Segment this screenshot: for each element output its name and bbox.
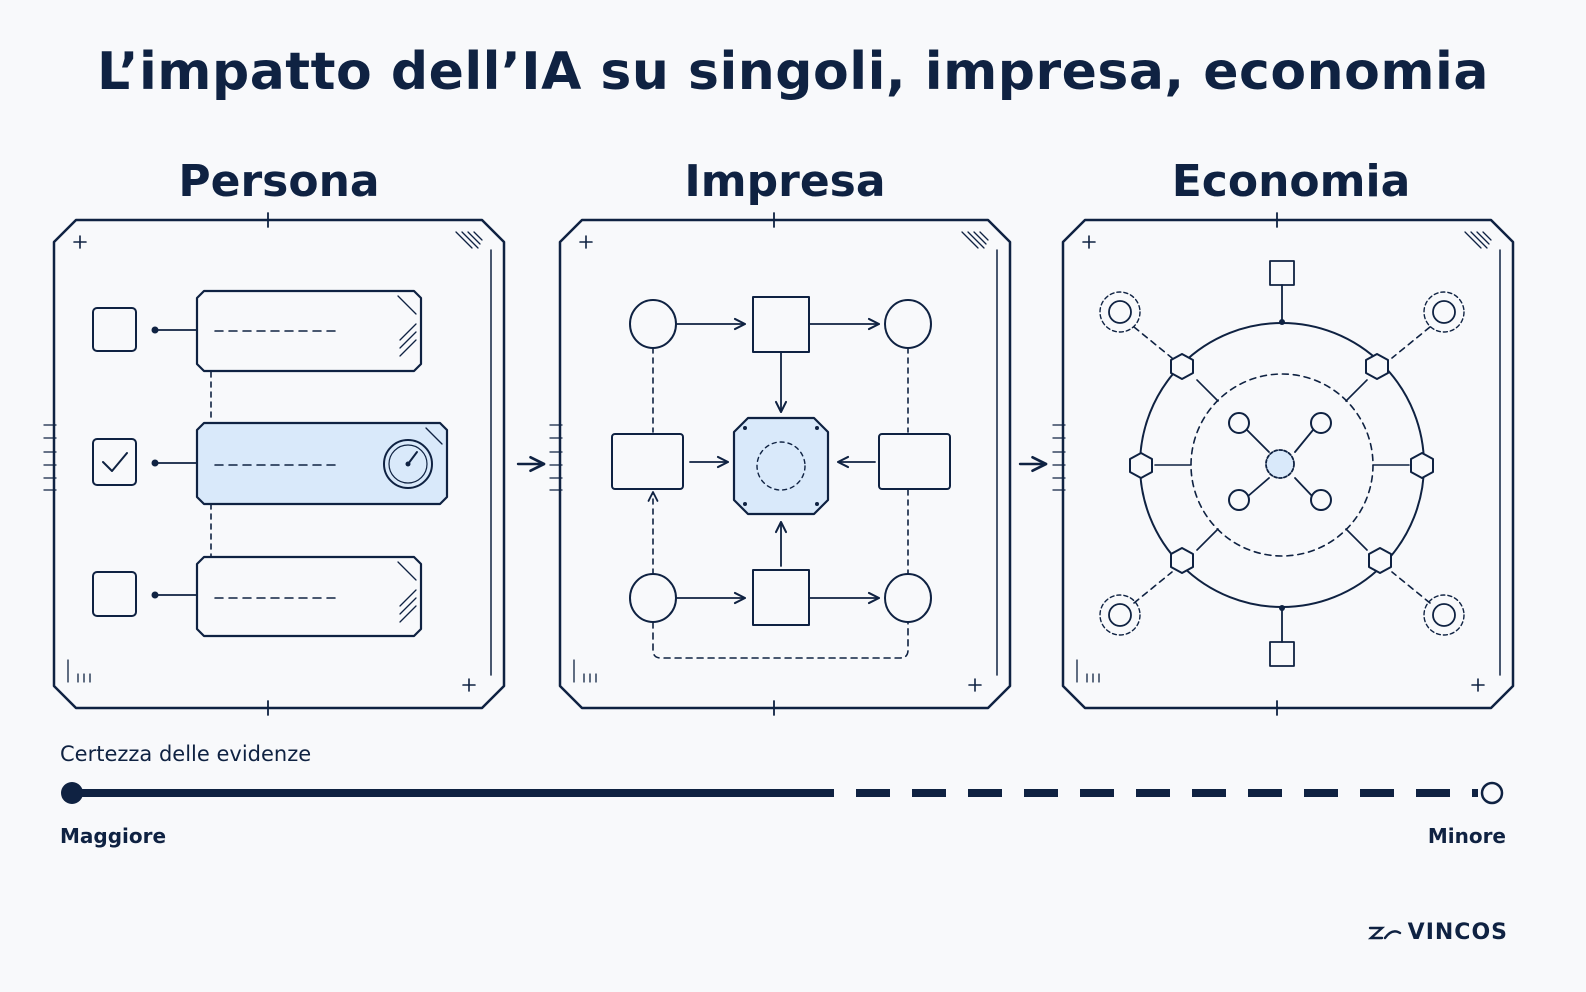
panel-title-persona: Persona (178, 156, 380, 207)
gauge-icon (383, 439, 433, 489)
brand-name: VINCOS (1407, 920, 1508, 945)
scale-right-label: Minore (1427, 824, 1506, 848)
scale-label: Certezza delle evidenze (60, 742, 312, 766)
page-title: L’impatto dell’IA su singoli, impresa, e… (97, 42, 1489, 102)
scale-end-marker (1480, 781, 1504, 805)
economia-network (1099, 260, 1465, 667)
certainty-scale (61, 781, 1504, 805)
impresa-process-flow (611, 296, 951, 659)
panel-title-impresa: Impresa (684, 156, 886, 207)
vincos-logo-icon (1367, 926, 1401, 939)
panel-title-economia: Economia (1171, 156, 1411, 207)
checkbox-checked-icon (92, 438, 137, 486)
brand-logo: VINCOS (1367, 920, 1508, 945)
checkbox-empty-icon (92, 307, 137, 352)
checkbox-empty-icon (92, 571, 137, 617)
scale-left-label: Maggiore (60, 824, 167, 848)
persona-tasks (92, 289, 449, 638)
